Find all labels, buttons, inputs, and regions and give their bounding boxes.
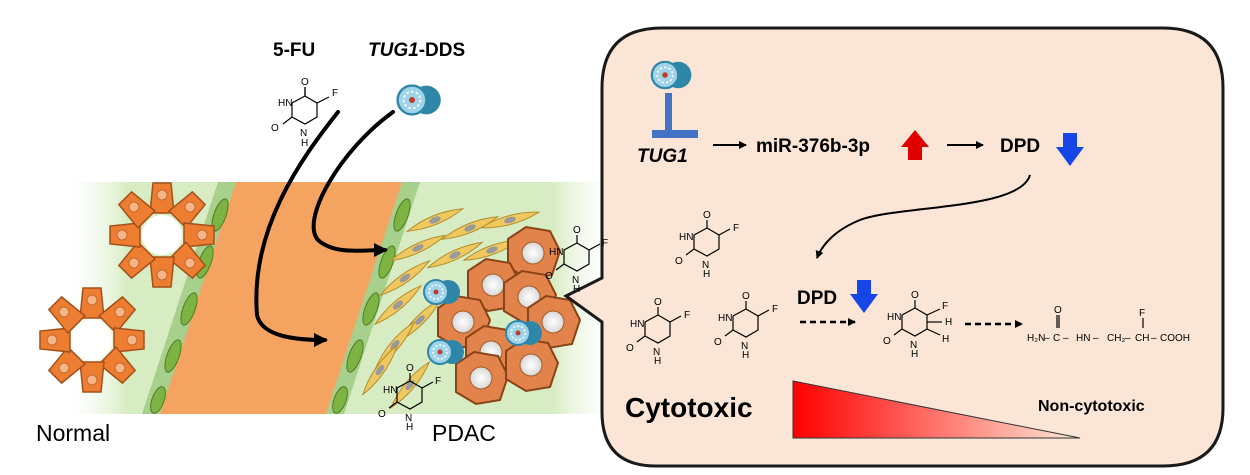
chem-5fu-pdac-right: O F HN O N H [545, 225, 608, 295]
svg-text:O: O [703, 210, 711, 221]
svg-text:O: O [626, 343, 634, 354]
inhibition-bar [652, 93, 698, 138]
down-arrow-icon-2 [850, 280, 878, 313]
label-tug1-dds-suffix: -DDS [418, 40, 466, 61]
svg-text:F: F [602, 238, 608, 249]
svg-text:O: O [883, 336, 891, 347]
svg-text:O: O [378, 409, 386, 420]
svg-text:N: N [405, 413, 412, 424]
chem-5fu-panel-3: O F HN O N H [714, 291, 778, 361]
svg-text:–: – [1093, 333, 1099, 344]
svg-text:COOH: COOH [1160, 333, 1190, 344]
svg-text:O: O [654, 297, 662, 308]
svg-text:HN: HN [887, 312, 901, 323]
svg-text:H: H [703, 269, 710, 280]
svg-text:N: N [910, 340, 917, 351]
svg-text:HN: HN [383, 385, 397, 396]
nanoparticle-legend-top [396, 84, 442, 116]
svg-text:H: H [942, 334, 949, 345]
svg-text:N: N [300, 128, 307, 139]
chem-fbal: O F H₂N – C – HN – CH₂ – CH – COOH [1027, 305, 1190, 344]
svg-text:F: F [435, 376, 441, 387]
label-normal: Normal [36, 420, 111, 446]
svg-text:O: O [742, 291, 750, 302]
down-arrow-icon-1 [1056, 133, 1084, 166]
label-tug1-dds-italic: TUG1 [368, 40, 419, 61]
svg-text:HN: HN [549, 247, 563, 258]
label-non-cytotoxic: Non-cytotoxic [1038, 398, 1145, 415]
svg-text:H: H [911, 349, 918, 360]
label-mir-376b-3p: miR-376b-3p [756, 136, 871, 157]
svg-text:C: C [1053, 333, 1060, 344]
svg-text:O: O [911, 290, 919, 301]
svg-text:H: H [945, 317, 952, 328]
svg-text:HN: HN [679, 232, 693, 243]
acinar-cluster-top [109, 182, 215, 288]
svg-text:F: F [772, 304, 778, 315]
svg-text:HN: HN [278, 98, 292, 109]
svg-text:CH: CH [1135, 333, 1149, 344]
svg-text:–: – [1125, 333, 1131, 344]
zoom-callout [563, 26, 1225, 468]
cytotoxicity-gradient [792, 380, 1081, 439]
svg-text:HN: HN [718, 313, 732, 324]
nanoparticle-tumor-2 [505, 320, 543, 346]
svg-text:–: – [1063, 333, 1069, 344]
svg-text:F: F [332, 88, 338, 99]
label-cytotoxic: Cytotoxic [625, 392, 753, 423]
svg-text:O: O [271, 123, 279, 134]
label-tug1: TUG1 [637, 146, 688, 167]
svg-text:–: – [1044, 333, 1050, 344]
nanoparticle-tumor-3 [427, 339, 465, 365]
svg-text:N: N [653, 347, 660, 358]
svg-text:–: – [1151, 333, 1157, 344]
svg-text:O: O [301, 77, 309, 88]
acinar-cluster-bottom [39, 287, 145, 393]
label-pdac: PDAC [432, 420, 496, 446]
chem-dihydro-5fu: O F H H HN O N H [883, 290, 952, 360]
up-arrow-icon [901, 130, 929, 160]
svg-text:HN: HN [630, 319, 644, 330]
svg-text:F: F [733, 223, 739, 234]
svg-text:H: H [742, 350, 749, 361]
label-tug1-dds: TUG1-DDS [368, 40, 465, 62]
svg-text:O: O [406, 363, 414, 374]
svg-text:H: H [654, 356, 661, 367]
svg-text:H: H [406, 422, 413, 433]
svg-text:O: O [545, 271, 553, 282]
svg-text:H: H [301, 138, 308, 149]
svg-text:F: F [1139, 308, 1145, 319]
pathway-arrows [713, 141, 1031, 328]
svg-text:CH₂: CH₂ [1107, 333, 1125, 344]
svg-text:N: N [702, 260, 709, 271]
svg-text:O: O [714, 337, 722, 348]
chem-5fu-pdac-bottom: O F HN O N H [378, 363, 441, 433]
svg-text:O: O [573, 225, 581, 236]
label-dpd-2: DPD [797, 288, 838, 309]
endothelium-right [326, 182, 420, 414]
svg-text:HN: HN [1076, 333, 1090, 344]
chem-5fu-panel-2: O F HN O N H [626, 297, 690, 367]
nanoparticle-tumor-1 [423, 279, 461, 305]
svg-text:O: O [675, 256, 683, 267]
svg-text:H₂N: H₂N [1027, 333, 1045, 344]
svg-text:N: N [741, 341, 748, 352]
delivery-arrows [254, 110, 395, 347]
label-5fu: 5-FU [273, 40, 316, 61]
svg-text:F: F [942, 301, 948, 312]
svg-text:N: N [572, 275, 579, 286]
svg-text:O: O [1054, 305, 1062, 316]
nanoparticle-legend-panel [650, 60, 693, 90]
chem-5fu-top: O F HN O N H [271, 77, 338, 149]
chem-5fu-panel-1: O F HN O N H [675, 210, 739, 280]
svg-text:H: H [573, 284, 580, 295]
label-dpd-1: DPD [1000, 136, 1041, 157]
svg-text:F: F [684, 310, 690, 321]
